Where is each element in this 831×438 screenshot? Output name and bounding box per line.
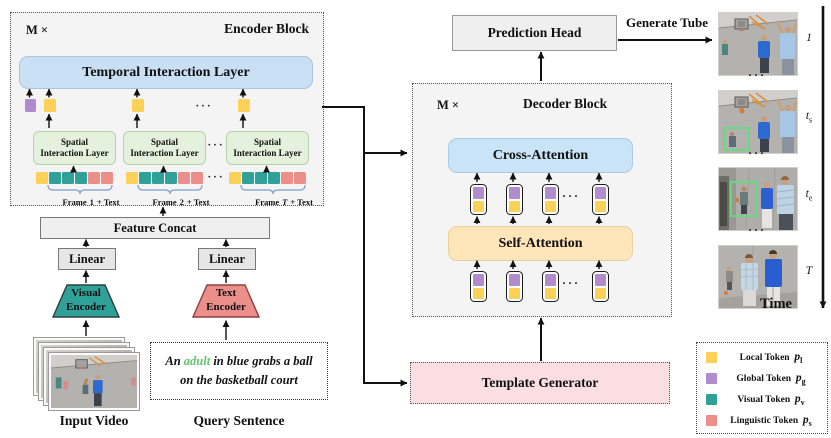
query-token-pair <box>591 271 609 302</box>
visual-token <box>139 172 151 184</box>
query-token-pair <box>541 184 559 215</box>
gym-scene <box>719 13 797 75</box>
ellipsis: ··· <box>561 276 580 290</box>
time-tick-ts: ts <box>805 110 813 125</box>
text-encoder: Text Encoder <box>191 284 261 318</box>
ellipsis: ··· <box>195 100 213 112</box>
global-token <box>25 99 36 112</box>
decoder-block: M × Decoder Block Cross-Attention ··· Se… <box>412 83 672 317</box>
time-tick-T: T <box>805 265 813 277</box>
trapezoid-shape <box>191 284 261 318</box>
encoder-title: Encoder Block <box>224 21 309 36</box>
time-tick-te: te <box>805 188 813 203</box>
spatial-layer-line1: Spatial <box>60 137 88 147</box>
visual-token-swatch <box>706 394 717 405</box>
linguistic-token <box>178 172 190 184</box>
visual-token <box>268 172 280 184</box>
legend-item-linguistic: Linguistic Token ps <box>706 410 818 431</box>
generate-tube-label: Generate Tube <box>626 15 708 30</box>
visual-token <box>242 172 254 184</box>
gym-scene <box>50 355 138 408</box>
walking-scene <box>719 246 797 308</box>
spatial-interaction-layer: Spatial Interaction Layer <box>226 131 309 165</box>
encoder-block: M × Encoder Block Temporal Interaction L… <box>10 12 324 207</box>
template-generator-box: Template Generator <box>410 362 670 404</box>
query-token-pair <box>469 184 487 215</box>
legend-item-global: Global Token pg <box>706 368 818 389</box>
linear-box-visual: Linear <box>58 248 116 270</box>
legend: Local Token pl Global Token pg Visual To… <box>696 342 828 434</box>
cross-attention-layer: Cross-Attention <box>448 138 633 173</box>
self-attention-layer: Self-Attention <box>448 226 633 261</box>
output-frame-T <box>718 245 798 309</box>
prediction-head-box: Prediction Head <box>452 15 617 51</box>
trapezoid-shape <box>51 284 121 318</box>
ellipsis: ··· <box>747 223 766 237</box>
linguistic-token <box>191 172 203 184</box>
local-token <box>36 172 48 184</box>
query-token-pair <box>591 184 609 215</box>
local-token <box>238 99 250 112</box>
query-sentence-label: Query Sentence <box>193 413 285 428</box>
time-axis-label: Time <box>760 296 792 312</box>
local-token-swatch <box>706 352 717 363</box>
ellipsis: ··· <box>747 146 766 160</box>
linguistic-token <box>88 172 100 184</box>
linear-box-text: Linear <box>198 248 256 270</box>
legend-item-visual: Visual Token pv <box>706 389 818 410</box>
linguistic-token <box>281 172 293 184</box>
temporal-interaction-layer: Temporal Interaction Layer <box>19 56 313 89</box>
query-sentence-box: An adult in blue grabs a ball on the bas… <box>150 342 328 400</box>
time-tick-1: 1 <box>806 32 812 44</box>
hall-scene-with-bbox <box>719 168 797 230</box>
spatial-interaction-layer: Spatial Interaction Layer <box>123 131 206 165</box>
feature-concat-box: Feature Concat <box>40 217 270 239</box>
spatial-layer-line2: Interaction Layer <box>40 147 109 158</box>
spatial-interaction-layer: Spatial Interaction Layer <box>33 131 116 165</box>
ellipsis: ··· <box>747 68 766 82</box>
visual-token <box>152 172 164 184</box>
query-sentence-text: An adult in blue grabs a ball on the bas… <box>165 354 313 388</box>
ellipsis: ··· <box>207 171 225 183</box>
input-video-label: Input Video <box>59 413 129 428</box>
gym-scene-with-bbox <box>719 91 797 153</box>
query-highlight-word: adult <box>183 354 211 368</box>
legend-item-local: Local Token pl <box>706 347 818 368</box>
query-token-pair <box>505 184 523 215</box>
visual-token <box>75 172 87 184</box>
output-frame-1 <box>718 12 798 76</box>
ellipsis: ··· <box>207 139 225 151</box>
input-video-thumbnail <box>48 352 140 411</box>
visual-encoder: Visual Encoder <box>51 284 121 318</box>
local-token <box>132 99 144 112</box>
visual-token <box>62 172 74 184</box>
visual-token <box>49 172 61 184</box>
linguistic-token <box>294 172 306 184</box>
local-token <box>229 172 241 184</box>
linguistic-token-swatch <box>706 415 717 426</box>
visual-token <box>255 172 267 184</box>
decoder-title: Decoder Block <box>523 96 608 111</box>
decoder-repeat-label: M × <box>437 98 460 112</box>
linguistic-token <box>101 172 113 184</box>
output-frame-te <box>718 167 798 231</box>
query-token-pair <box>469 271 487 302</box>
local-token <box>44 99 56 112</box>
encoder-repeat-label: M × <box>26 23 49 37</box>
query-token-pair <box>541 271 559 302</box>
query-token-pair <box>505 271 523 302</box>
visual-token <box>165 172 177 184</box>
local-token <box>126 172 138 184</box>
global-token-swatch <box>706 373 717 384</box>
output-frame-ts <box>718 90 798 154</box>
ellipsis: ··· <box>561 189 580 203</box>
